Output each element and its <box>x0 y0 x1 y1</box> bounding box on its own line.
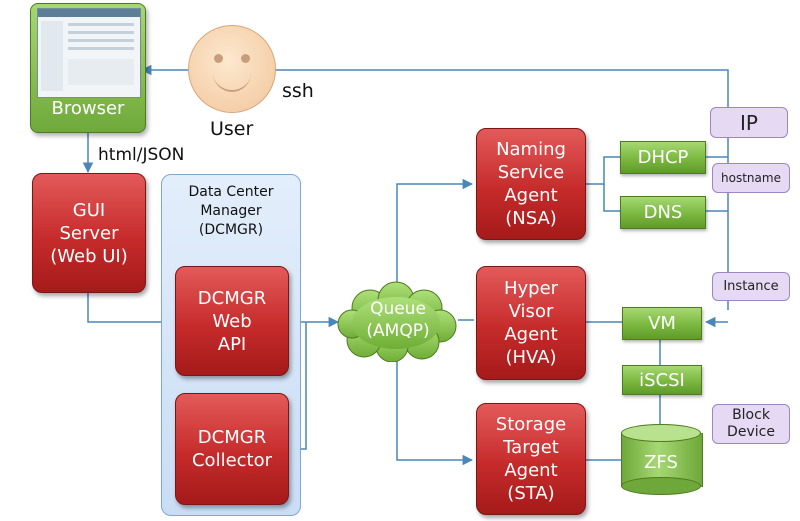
user-icon <box>188 25 276 113</box>
browser-node: Browser <box>30 3 146 133</box>
queue-to-sta-connector <box>396 352 474 466</box>
hostname-callout: hostname <box>712 163 790 193</box>
queue-label: Queue (AMQP) <box>366 299 430 341</box>
gui-to-api-connector <box>87 292 174 328</box>
dcmgr-web-api-node: DCMGR Web API <box>175 266 289 376</box>
nsa-to-dns-connector <box>603 184 620 212</box>
block-device-callout: Block Device <box>712 404 790 444</box>
gui-server-node: GUI Server (Web UI) <box>32 173 146 293</box>
hva-node: Hyper Visor Agent (HVA) <box>476 266 586 380</box>
ssh-label: ssh <box>282 80 314 102</box>
vm-node: VM <box>622 307 702 340</box>
queue-to-nsa-connector <box>396 178 474 288</box>
sta-node: Storage Target Agent (STA) <box>476 403 586 515</box>
browser-screenshot-thumbnail <box>37 8 141 98</box>
ip-callout: IP <box>710 107 788 138</box>
nsa-node: Naming Service Agent (NSA) <box>476 128 586 240</box>
iscsi-node: iSCSI <box>622 365 702 395</box>
zfs-node: ZFS <box>621 424 703 496</box>
instance-callout: Instance <box>712 272 790 301</box>
browser-label: Browser <box>51 98 125 119</box>
ssh-connector <box>140 64 729 310</box>
html-json-label: html/JSON <box>98 145 185 165</box>
dcmgr-title: Data Center Manager (DCMGR) <box>188 184 274 238</box>
nsa-to-dhcp-connector <box>584 156 620 185</box>
zfs-label: ZFS <box>644 452 678 473</box>
dns-node: DNS <box>620 196 706 229</box>
dcmgr-collector-node: DCMGR Collector <box>175 393 289 505</box>
dhcp-node: DHCP <box>620 141 706 174</box>
user-label: User <box>210 118 254 140</box>
queue-cloud <box>337 281 457 362</box>
